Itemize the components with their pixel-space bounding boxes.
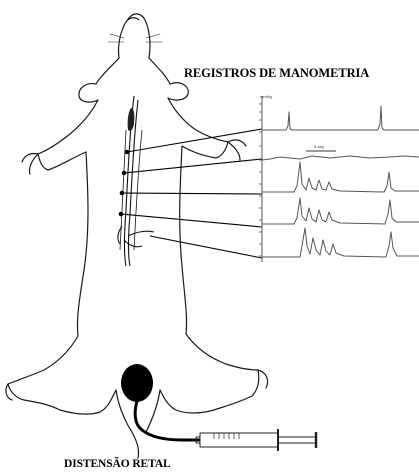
syringe bbox=[196, 429, 316, 451]
syringe-plunger bbox=[278, 437, 316, 443]
rat-left-forepaw bbox=[22, 153, 48, 174]
connector-lines bbox=[121, 129, 262, 258]
rat-right-ear bbox=[168, 83, 188, 100]
trace-2 bbox=[262, 156, 419, 160]
rat-left-forelimb-inner bbox=[48, 152, 86, 170]
rat-left-shoulder bbox=[38, 100, 98, 154]
catheter-head bbox=[128, 108, 135, 131]
rat-right-hip bbox=[186, 334, 258, 370]
rat-left-hip bbox=[8, 336, 78, 384]
rat-left-leg-inner bbox=[60, 390, 116, 414]
time-scale-bar: 5 seg bbox=[306, 144, 336, 151]
rat-nose bbox=[128, 18, 139, 20]
rat-right-leg-inner bbox=[160, 390, 214, 413]
rectal-distension-device bbox=[121, 364, 316, 451]
catheter-branch bbox=[118, 226, 154, 247]
rectal-distension-label: DISTENSÃO RETAL bbox=[64, 459, 171, 471]
trace-unit-label: mmHg bbox=[260, 94, 272, 99]
rat-snout bbox=[119, 14, 150, 58]
balloon bbox=[121, 364, 153, 402]
rat-right-forelimb-inner bbox=[182, 146, 216, 158]
time-scale-label: 5 seg bbox=[314, 144, 324, 149]
rat-left-hindpaw bbox=[6, 384, 60, 410]
rat-whiskers bbox=[108, 34, 162, 42]
connector-line-1 bbox=[127, 129, 262, 152]
rat-right-flank bbox=[180, 146, 187, 334]
rat-left-flank bbox=[77, 152, 88, 336]
syringe-gradations bbox=[214, 433, 239, 439]
balloon-tube bbox=[135, 401, 200, 440]
rat-head-right bbox=[149, 58, 170, 84]
rat-right-shoulder bbox=[168, 98, 228, 142]
connector-line-2 bbox=[124, 159, 262, 173]
rat-left-ear bbox=[79, 84, 98, 102]
connector-line-4 bbox=[121, 214, 262, 227]
diagram-title: REGISTROS DE MANOMETRIA bbox=[184, 67, 369, 80]
trace-3 bbox=[262, 162, 419, 192]
trace-4 bbox=[262, 198, 419, 224]
rat-right-hindpaw bbox=[214, 370, 268, 410]
trace-1 bbox=[262, 106, 419, 130]
catheter bbox=[118, 96, 154, 266]
trace-5 bbox=[262, 228, 419, 257]
connector-line-3 bbox=[122, 193, 262, 194]
connector-line-5 bbox=[150, 236, 262, 258]
rat-head-left bbox=[96, 58, 119, 84]
manometry-traces: mmHg 5 seg bbox=[259, 94, 419, 262]
rat-right-forepaw bbox=[216, 140, 246, 160]
